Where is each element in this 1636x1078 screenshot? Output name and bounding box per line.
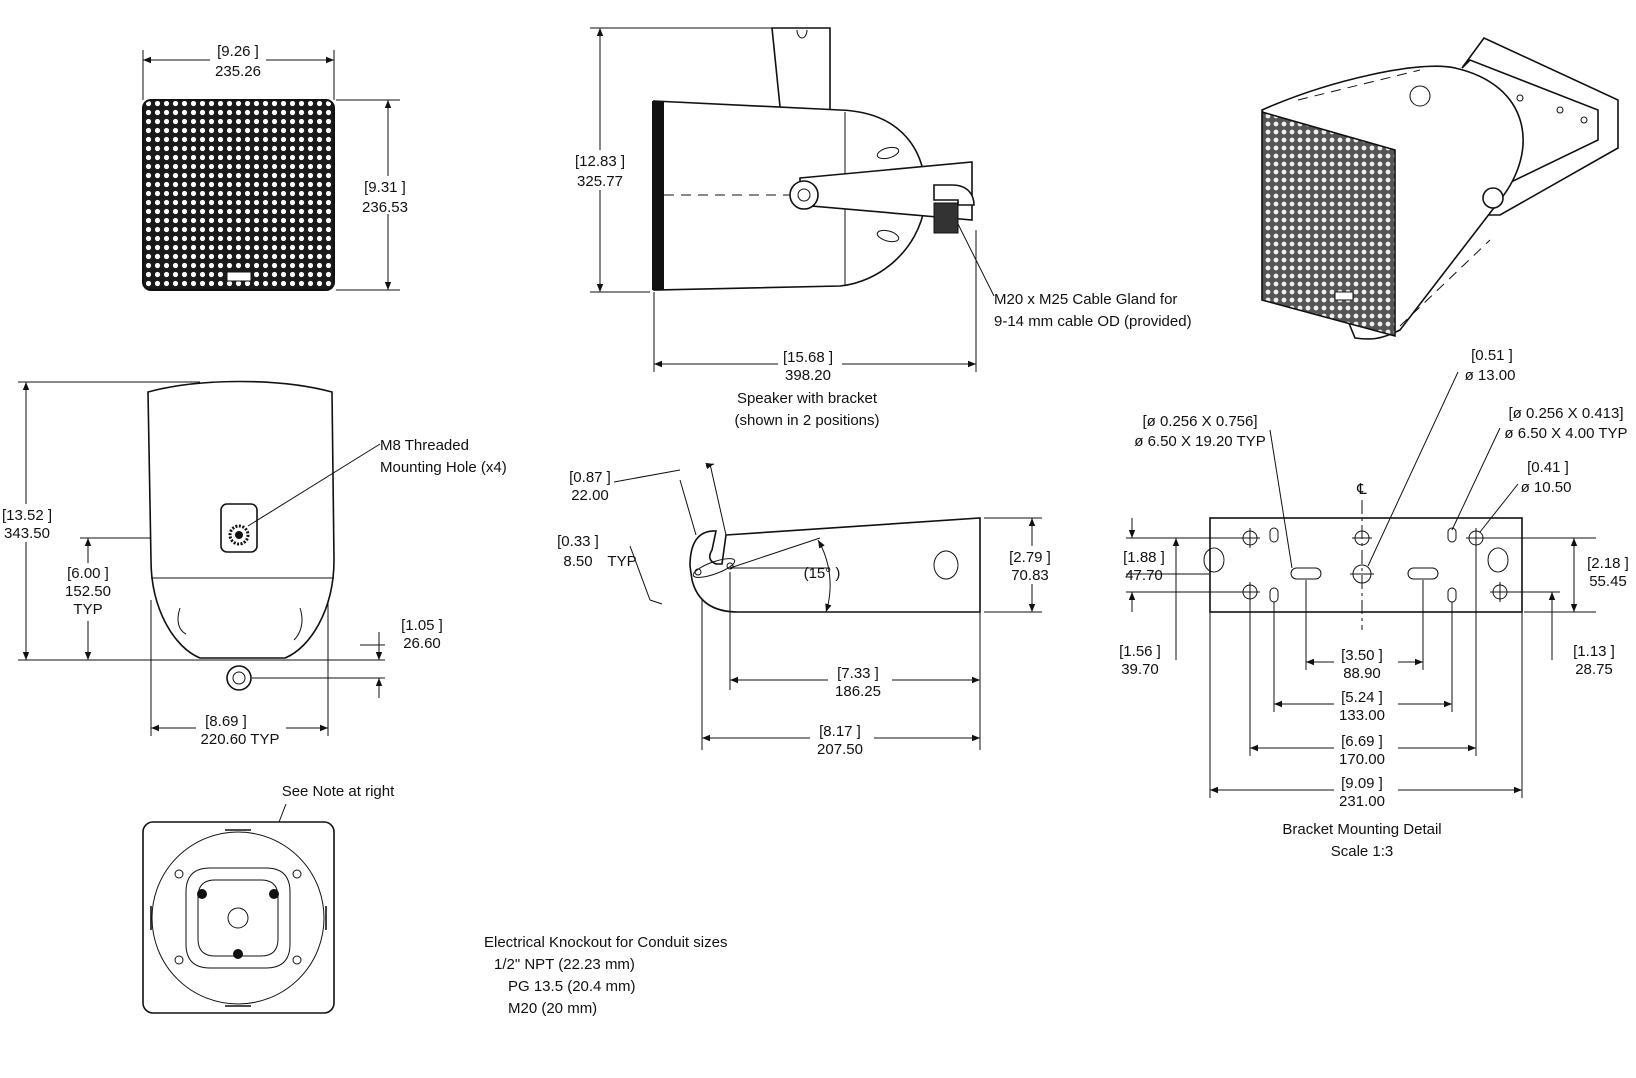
- side-height-mm: 325.77: [577, 173, 623, 190]
- bracket-centerline: ℄: [1356, 481, 1367, 498]
- right-h-mm: 55.45: [1589, 573, 1627, 590]
- bracket-slot: [692, 558, 736, 578]
- slot-large-mm: ø 6.50 X 19.20 TYP: [1134, 433, 1265, 450]
- d3-in: [6.69 ]: [1341, 733, 1383, 750]
- knockout-note-title: Electrical Knockout for Conduit sizes: [484, 934, 727, 951]
- cable-gland-note-line2: 9-14 mm cable OD (provided): [994, 313, 1192, 330]
- front-width-mm: 235.26: [215, 63, 261, 80]
- side-cable-gland: [933, 202, 959, 234]
- back-height-in: [13.52 ]: [2, 507, 52, 524]
- right-low-in: [1.13 ]: [1573, 643, 1615, 660]
- d1-mm: 88.90: [1343, 665, 1381, 682]
- bracket-slot-in: [0.33 ]: [557, 533, 599, 550]
- bracket-side-outline: [689, 517, 981, 613]
- d1-in: [3.50 ]: [1341, 647, 1383, 664]
- back-cable-gland: [226, 665, 252, 691]
- side-view: [12.83 ] 325.77 M20 x M25 Cable Gland fo…: [572, 27, 1192, 429]
- side-pivot-knob: [789, 180, 819, 210]
- bracket-total-len-mm: 207.50: [817, 741, 863, 758]
- front-grille: [142, 99, 335, 291]
- back-offset-mm: 26.60: [403, 635, 441, 652]
- front-view: [9.26 ] 235.26 [9.31 ] 236.53: [142, 43, 416, 291]
- slot-small-in: [ø 0.256 X 0.413]: [1508, 405, 1623, 422]
- bracket-tab-in: [0.87 ]: [569, 469, 611, 486]
- bottom-view-note: See Note at right: [282, 783, 395, 800]
- left-low-in: [1.56 ]: [1119, 643, 1161, 660]
- bracket-mounting-detail: ℄ [0.51 ] ø 13.00 [ø 0.256 X 0.756] ø 6.…: [1119, 347, 1629, 860]
- front-width-in: [9.26 ]: [217, 43, 259, 60]
- knockout-size-1: PG 13.5 (20.4 mm): [508, 978, 636, 995]
- d4-mm: 231.00: [1339, 793, 1385, 810]
- bottom-view: See Note at right: [142, 783, 395, 1014]
- d2-mm: 133.00: [1339, 707, 1385, 724]
- mounting-hole-note-line2: Mounting Hole (x4): [380, 459, 507, 476]
- bracket-tab-mm: 22.00: [571, 487, 609, 504]
- back-mount-height-mm: 152.50: [65, 583, 111, 600]
- hole-mm: ø 10.50: [1521, 479, 1572, 496]
- bottom-knockout: [227, 907, 249, 929]
- mounting-hole-note-line1: M8 Threaded: [380, 437, 469, 454]
- back-mount-height-in: [6.00 ]: [67, 565, 109, 582]
- cable-gland-note-line1: M20 x M25 Cable Gland for: [994, 291, 1177, 308]
- side-height-in: [12.83 ]: [575, 153, 625, 170]
- bracket-holes: [1203, 527, 1510, 603]
- front-logo-badge: [226, 271, 252, 282]
- bracket-height-in: [2.79 ]: [1009, 549, 1051, 566]
- knockout-note: Electrical Knockout for Conduit sizes 1/…: [484, 934, 727, 1017]
- bracket-total-len-in: [8.17 ]: [819, 723, 861, 740]
- front-height-in: [9.31 ]: [364, 179, 406, 196]
- bracket-inner-len-in: [7.33 ]: [837, 665, 879, 682]
- side-front-grille: [652, 101, 664, 290]
- d4-in: [9.09 ]: [1341, 775, 1383, 792]
- side-depth-mm: 398.20: [785, 367, 831, 384]
- back-width-mm: 220.60 TYP: [201, 731, 280, 748]
- bracket-caption-line1: Bracket Mounting Detail: [1282, 821, 1441, 838]
- slot-large-in: [ø 0.256 X 0.756]: [1142, 413, 1257, 430]
- hole-in: [0.41 ]: [1527, 459, 1569, 476]
- side-caption-line1: Speaker with bracket: [737, 390, 878, 407]
- iso-front-face: [1261, 110, 1396, 338]
- slot-small-mm: ø 6.50 X 4.00 TYP: [1504, 425, 1627, 442]
- front-height-mm: 236.53: [362, 199, 408, 216]
- iso-pivot-knob: [1482, 187, 1504, 209]
- bracket-side-view: (15° ) [0.87 ] 22.00 [0.33 ] 8.50 TYP [2…: [557, 462, 1064, 758]
- d3-mm: 170.00: [1339, 751, 1385, 768]
- back-mount-height-typ: TYP: [73, 601, 102, 618]
- bracket-slot-mm: 8.50: [563, 553, 592, 570]
- back-offset-in: [1.05 ]: [401, 617, 443, 634]
- bottom-outline: [142, 821, 335, 1014]
- left-h-in: [1.88 ]: [1123, 549, 1165, 566]
- knockout-size-2: M20 (20 mm): [508, 1000, 597, 1017]
- left-h-mm: 47.70: [1125, 567, 1163, 584]
- side-caption-line2: (shown in 2 positions): [734, 412, 879, 429]
- center-hole-in: [0.51 ]: [1471, 347, 1513, 364]
- center-hole-mm: ø 13.00: [1465, 367, 1516, 384]
- isometric-view: [1260, 36, 1619, 340]
- bracket-caption-line2: Scale 1:3: [1331, 843, 1394, 860]
- knockout-size-0: 1/2" NPT (22.23 mm): [494, 956, 635, 973]
- bracket-height-mm: 70.83: [1011, 567, 1049, 584]
- back-width-in: [8.69 ]: [205, 713, 247, 730]
- bracket-inner-len-mm: 186.25: [835, 683, 881, 700]
- right-low-mm: 28.75: [1575, 661, 1613, 678]
- side-depth-in: [15.68 ]: [783, 349, 833, 366]
- bracket-angle: (15° ): [804, 565, 841, 582]
- right-h-in: [2.18 ]: [1587, 555, 1629, 572]
- back-height-mm: 343.50: [4, 525, 50, 542]
- d2-in: [5.24 ]: [1341, 689, 1383, 706]
- left-low-mm: 39.70: [1121, 661, 1159, 678]
- bottom-rounded-square: [185, 867, 291, 969]
- back-view: [13.52 ] 343.50 [6.00 ] 152.50 TYP M8 Th…: [0, 380, 507, 748]
- bracket-slot-typ: TYP: [607, 553, 636, 570]
